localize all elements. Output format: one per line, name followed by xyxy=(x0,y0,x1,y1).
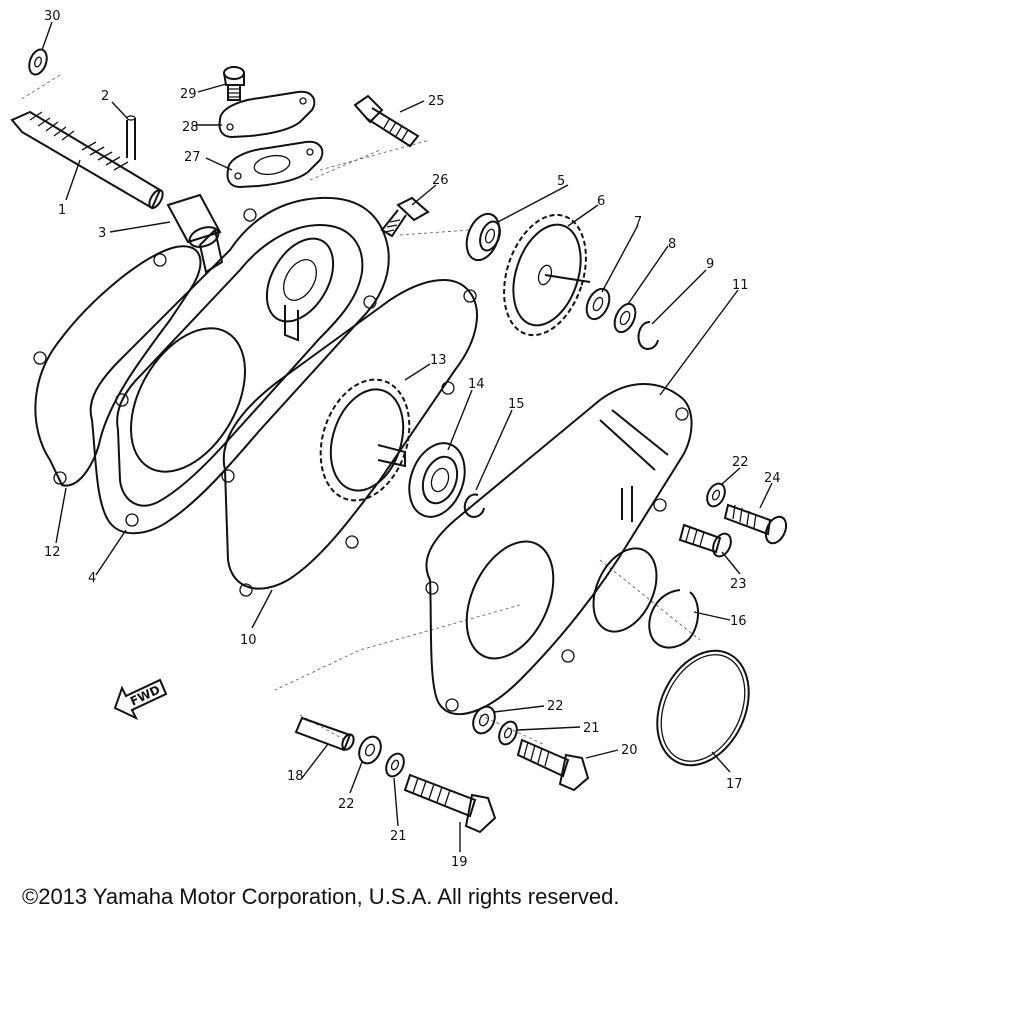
exploded-parts-diagram: FWD 30 xyxy=(10,9,788,870)
part-12-gasket xyxy=(33,245,202,487)
callout-22-right: 22 xyxy=(732,455,749,470)
callout-1: 1 xyxy=(58,203,66,218)
callout-18: 18 xyxy=(287,769,304,784)
part-3-bushing xyxy=(166,193,222,248)
callout-20: 20 xyxy=(621,743,638,758)
callout-30: 30 xyxy=(44,9,61,24)
callout-7: 7 xyxy=(634,215,642,230)
callout-21-middle: 21 xyxy=(583,721,600,736)
callout-21-lower: 21 xyxy=(390,829,407,844)
part-1-worm-shaft xyxy=(10,110,164,210)
part-6-gear xyxy=(503,213,591,337)
callout-16: 16 xyxy=(730,614,747,629)
part-10-gasket xyxy=(221,278,478,597)
callout-13: 13 xyxy=(430,353,447,368)
callout-10: 10 xyxy=(240,633,257,648)
part-22-washer-right xyxy=(706,482,726,508)
callout-15: 15 xyxy=(508,397,525,412)
callout-23: 23 xyxy=(730,577,747,592)
part-18-dowel-pin xyxy=(294,716,355,752)
part-27-gasket xyxy=(226,140,324,189)
part-16-circlip xyxy=(648,589,699,649)
part-29-screw xyxy=(223,66,245,101)
part-21-washer-lower xyxy=(385,752,405,778)
part-23-screw xyxy=(678,523,732,558)
callout-3: 3 xyxy=(98,226,106,241)
part-11-outer-cover xyxy=(425,383,693,715)
callout-2: 2 xyxy=(101,89,109,104)
part-7-washer xyxy=(585,287,611,321)
callout-29: 29 xyxy=(180,87,197,102)
callout-28: 28 xyxy=(182,120,199,135)
part-22-washer-lower xyxy=(358,735,382,765)
part-20-bolt xyxy=(516,738,590,792)
callout-22-lower: 22 xyxy=(338,797,355,812)
part-17-o-ring xyxy=(656,649,750,767)
part-24-bolt xyxy=(723,503,788,545)
part-22-washer-middle xyxy=(472,705,496,735)
callout-9: 9 xyxy=(706,257,714,272)
part-2-pin xyxy=(126,115,136,160)
part-30-washer xyxy=(28,48,48,76)
assembly-guide-lines xyxy=(19,74,701,746)
callout-6: 6 xyxy=(597,194,605,209)
callout-26: 26 xyxy=(432,173,449,188)
callout-24: 24 xyxy=(764,471,781,486)
part-5-bearing xyxy=(465,212,501,262)
callout-22-middle: 22 xyxy=(547,699,564,714)
part-21-washer-middle xyxy=(498,720,518,746)
leader-lines xyxy=(41,21,773,852)
callout-12: 12 xyxy=(44,545,61,560)
part-26-bolt xyxy=(380,196,430,238)
callout-27: 27 xyxy=(184,150,201,165)
callout-17: 17 xyxy=(726,777,743,792)
copyright-notice: ©2013 Yamaha Motor Corporation, U.S.A. A… xyxy=(22,884,620,909)
callout-4: 4 xyxy=(88,571,96,586)
part-28-cover-plate xyxy=(218,90,316,139)
callout-8: 8 xyxy=(668,237,676,252)
callout-19: 19 xyxy=(451,855,468,870)
callout-numbers: 30 2 1 3 29 28 27 25 26 5 6 7 8 9 11 12 … xyxy=(44,9,781,870)
callout-5: 5 xyxy=(557,174,565,189)
callout-11: 11 xyxy=(732,278,749,293)
part-19-bolt xyxy=(403,773,497,834)
part-14-bearing xyxy=(408,442,466,518)
callout-25: 25 xyxy=(428,94,445,109)
part-8-washer xyxy=(613,302,637,334)
fwd-arrow-icon: FWD xyxy=(113,678,168,721)
callout-14: 14 xyxy=(468,377,485,392)
part-25-bolt xyxy=(353,94,420,148)
part-9-circlip xyxy=(637,321,659,350)
part-4-gear-case xyxy=(89,196,390,535)
part-13-gear xyxy=(319,378,411,502)
